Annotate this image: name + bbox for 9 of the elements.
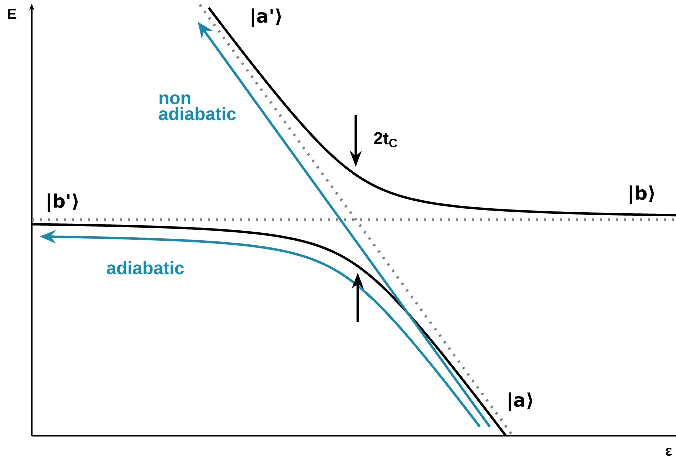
- state-label: |a⟩: [508, 392, 533, 412]
- state-label: |b'⟩: [48, 194, 78, 212]
- axis-label: ε: [666, 448, 672, 456]
- state-label: |a'⟩: [252, 8, 282, 28]
- gap-label: 2t$_{C}$: [374, 132, 398, 148]
- axis-label: E: [8, 8, 16, 20]
- path-label: adiabatic: [107, 261, 184, 275]
- path-label: non adiabatic: [159, 94, 236, 120]
- state-label: |b⟩: [630, 186, 654, 204]
